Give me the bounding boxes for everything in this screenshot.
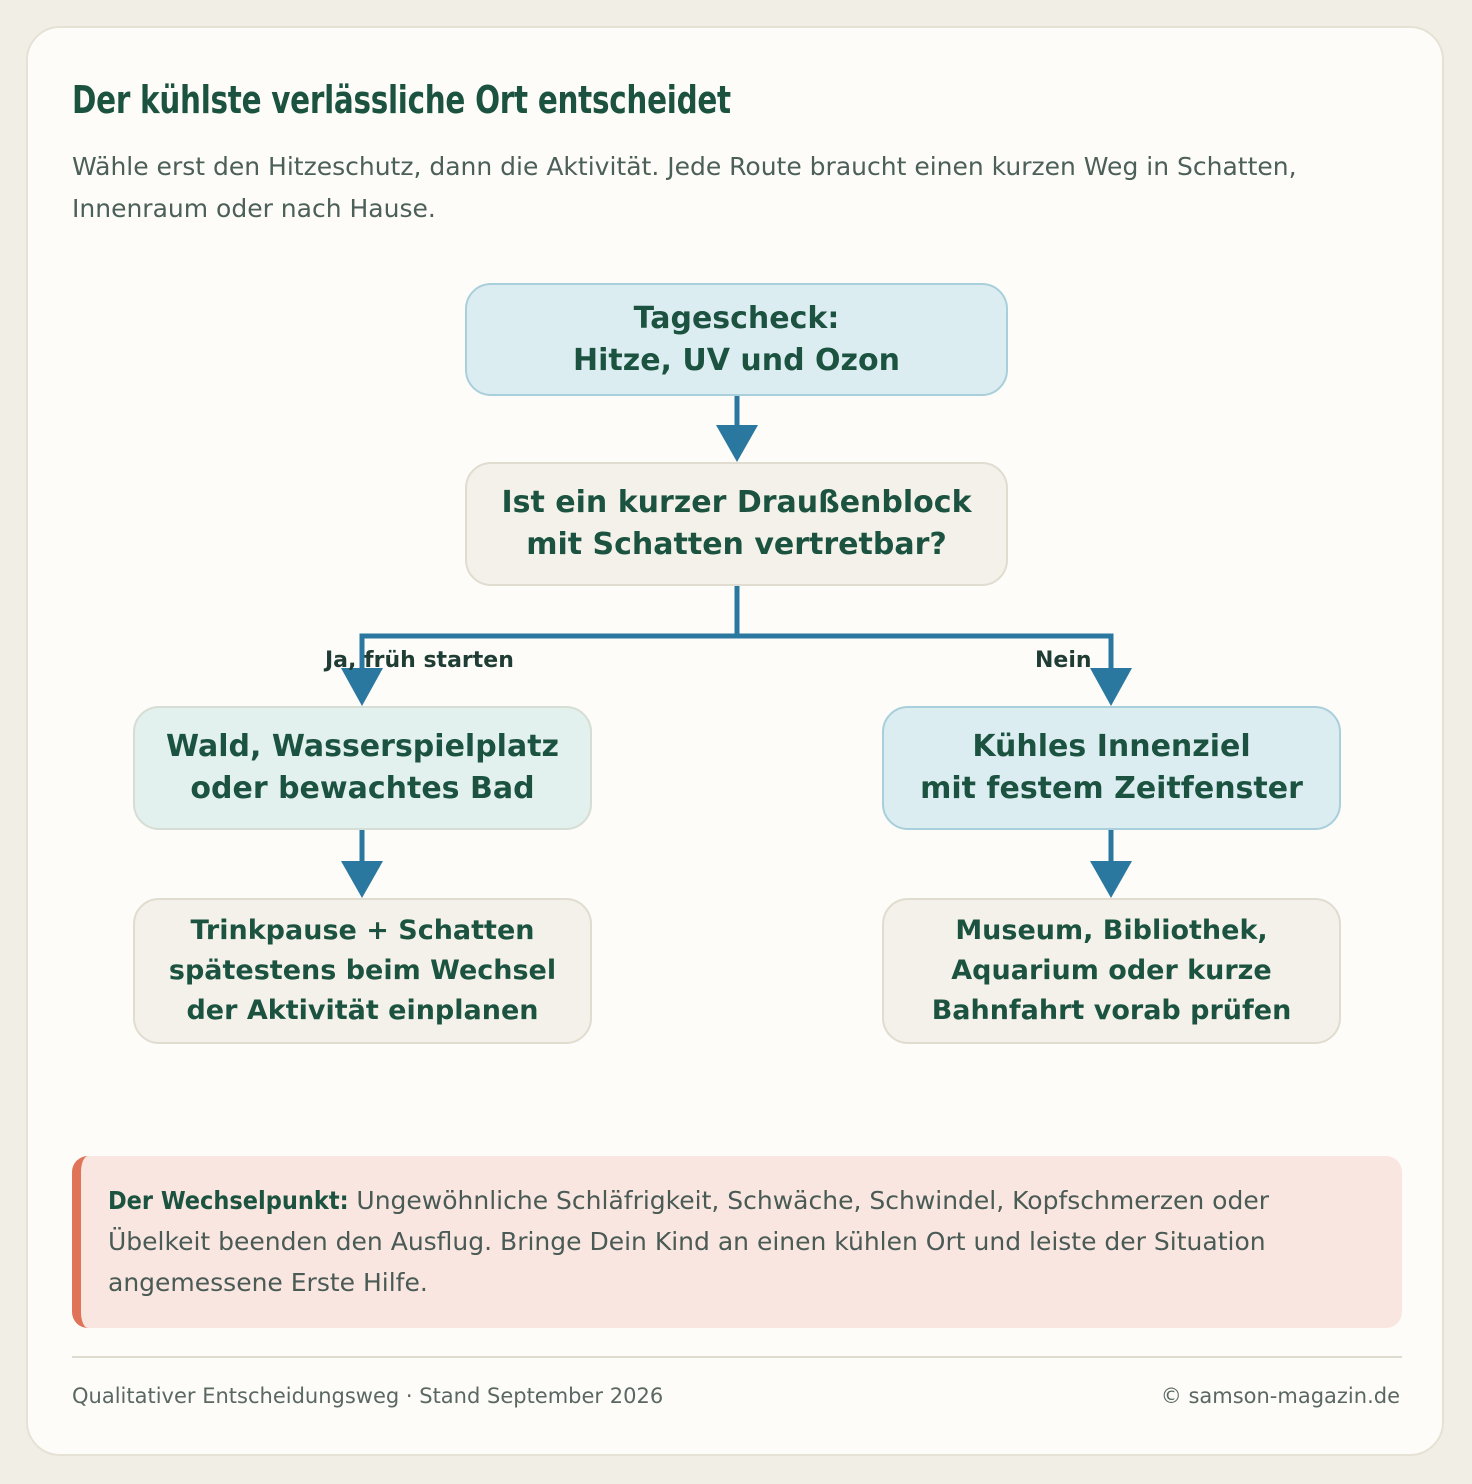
node-yes-option: Wald, Wasserspielplatz oder bewachtes Ba…	[133, 706, 592, 830]
arrowhead-question	[716, 425, 758, 462]
page-subtitle: Wähle erst den Hitzeschutz, dann die Akt…	[72, 152, 1297, 223]
arrowhead-yes	[341, 668, 383, 706]
footer-credit: © samson-magazin.de	[1160, 1384, 1400, 1408]
arrowhead-no	[1090, 668, 1132, 706]
node-question: Ist ein kurzer Draußenblock mit Schatten…	[465, 462, 1008, 586]
warning-callout: Der Wechselpunkt: Ungewöhnliche Schläfri…	[72, 1156, 1402, 1328]
edge-label-no: Nein	[1035, 648, 1092, 673]
footer-note: Qualitativer Entscheidungsweg · Stand Se…	[72, 1384, 664, 1408]
edge-label-yes: Ja, früh starten	[325, 648, 514, 673]
arrowhead-yes-detail	[341, 861, 383, 898]
node-no-option: Kühles Innenziel mit festem Zeitfenster	[882, 706, 1341, 830]
footer-divider	[72, 1356, 1402, 1358]
page-title: Der kühlste verlässliche Ort entscheidet	[72, 78, 731, 122]
edge-question-to-yes	[359, 586, 740, 672]
callout-lead: Der Wechselpunkt:	[108, 1186, 357, 1215]
node-no-detail: Museum, Bibliothek, Aquarium oder kurze …	[882, 898, 1341, 1044]
node-start: Tagescheck: Hitze, UV und Ozon	[465, 283, 1008, 396]
edge-question-to-no	[737, 633, 1114, 672]
callout-text: Ungewöhnliche Schläfrigkeit, Schwäche, S…	[108, 1186, 1270, 1297]
node-yes-detail: Trinkpause + Schatten spätestens beim We…	[133, 898, 592, 1044]
arrowhead-no-detail	[1090, 861, 1132, 898]
